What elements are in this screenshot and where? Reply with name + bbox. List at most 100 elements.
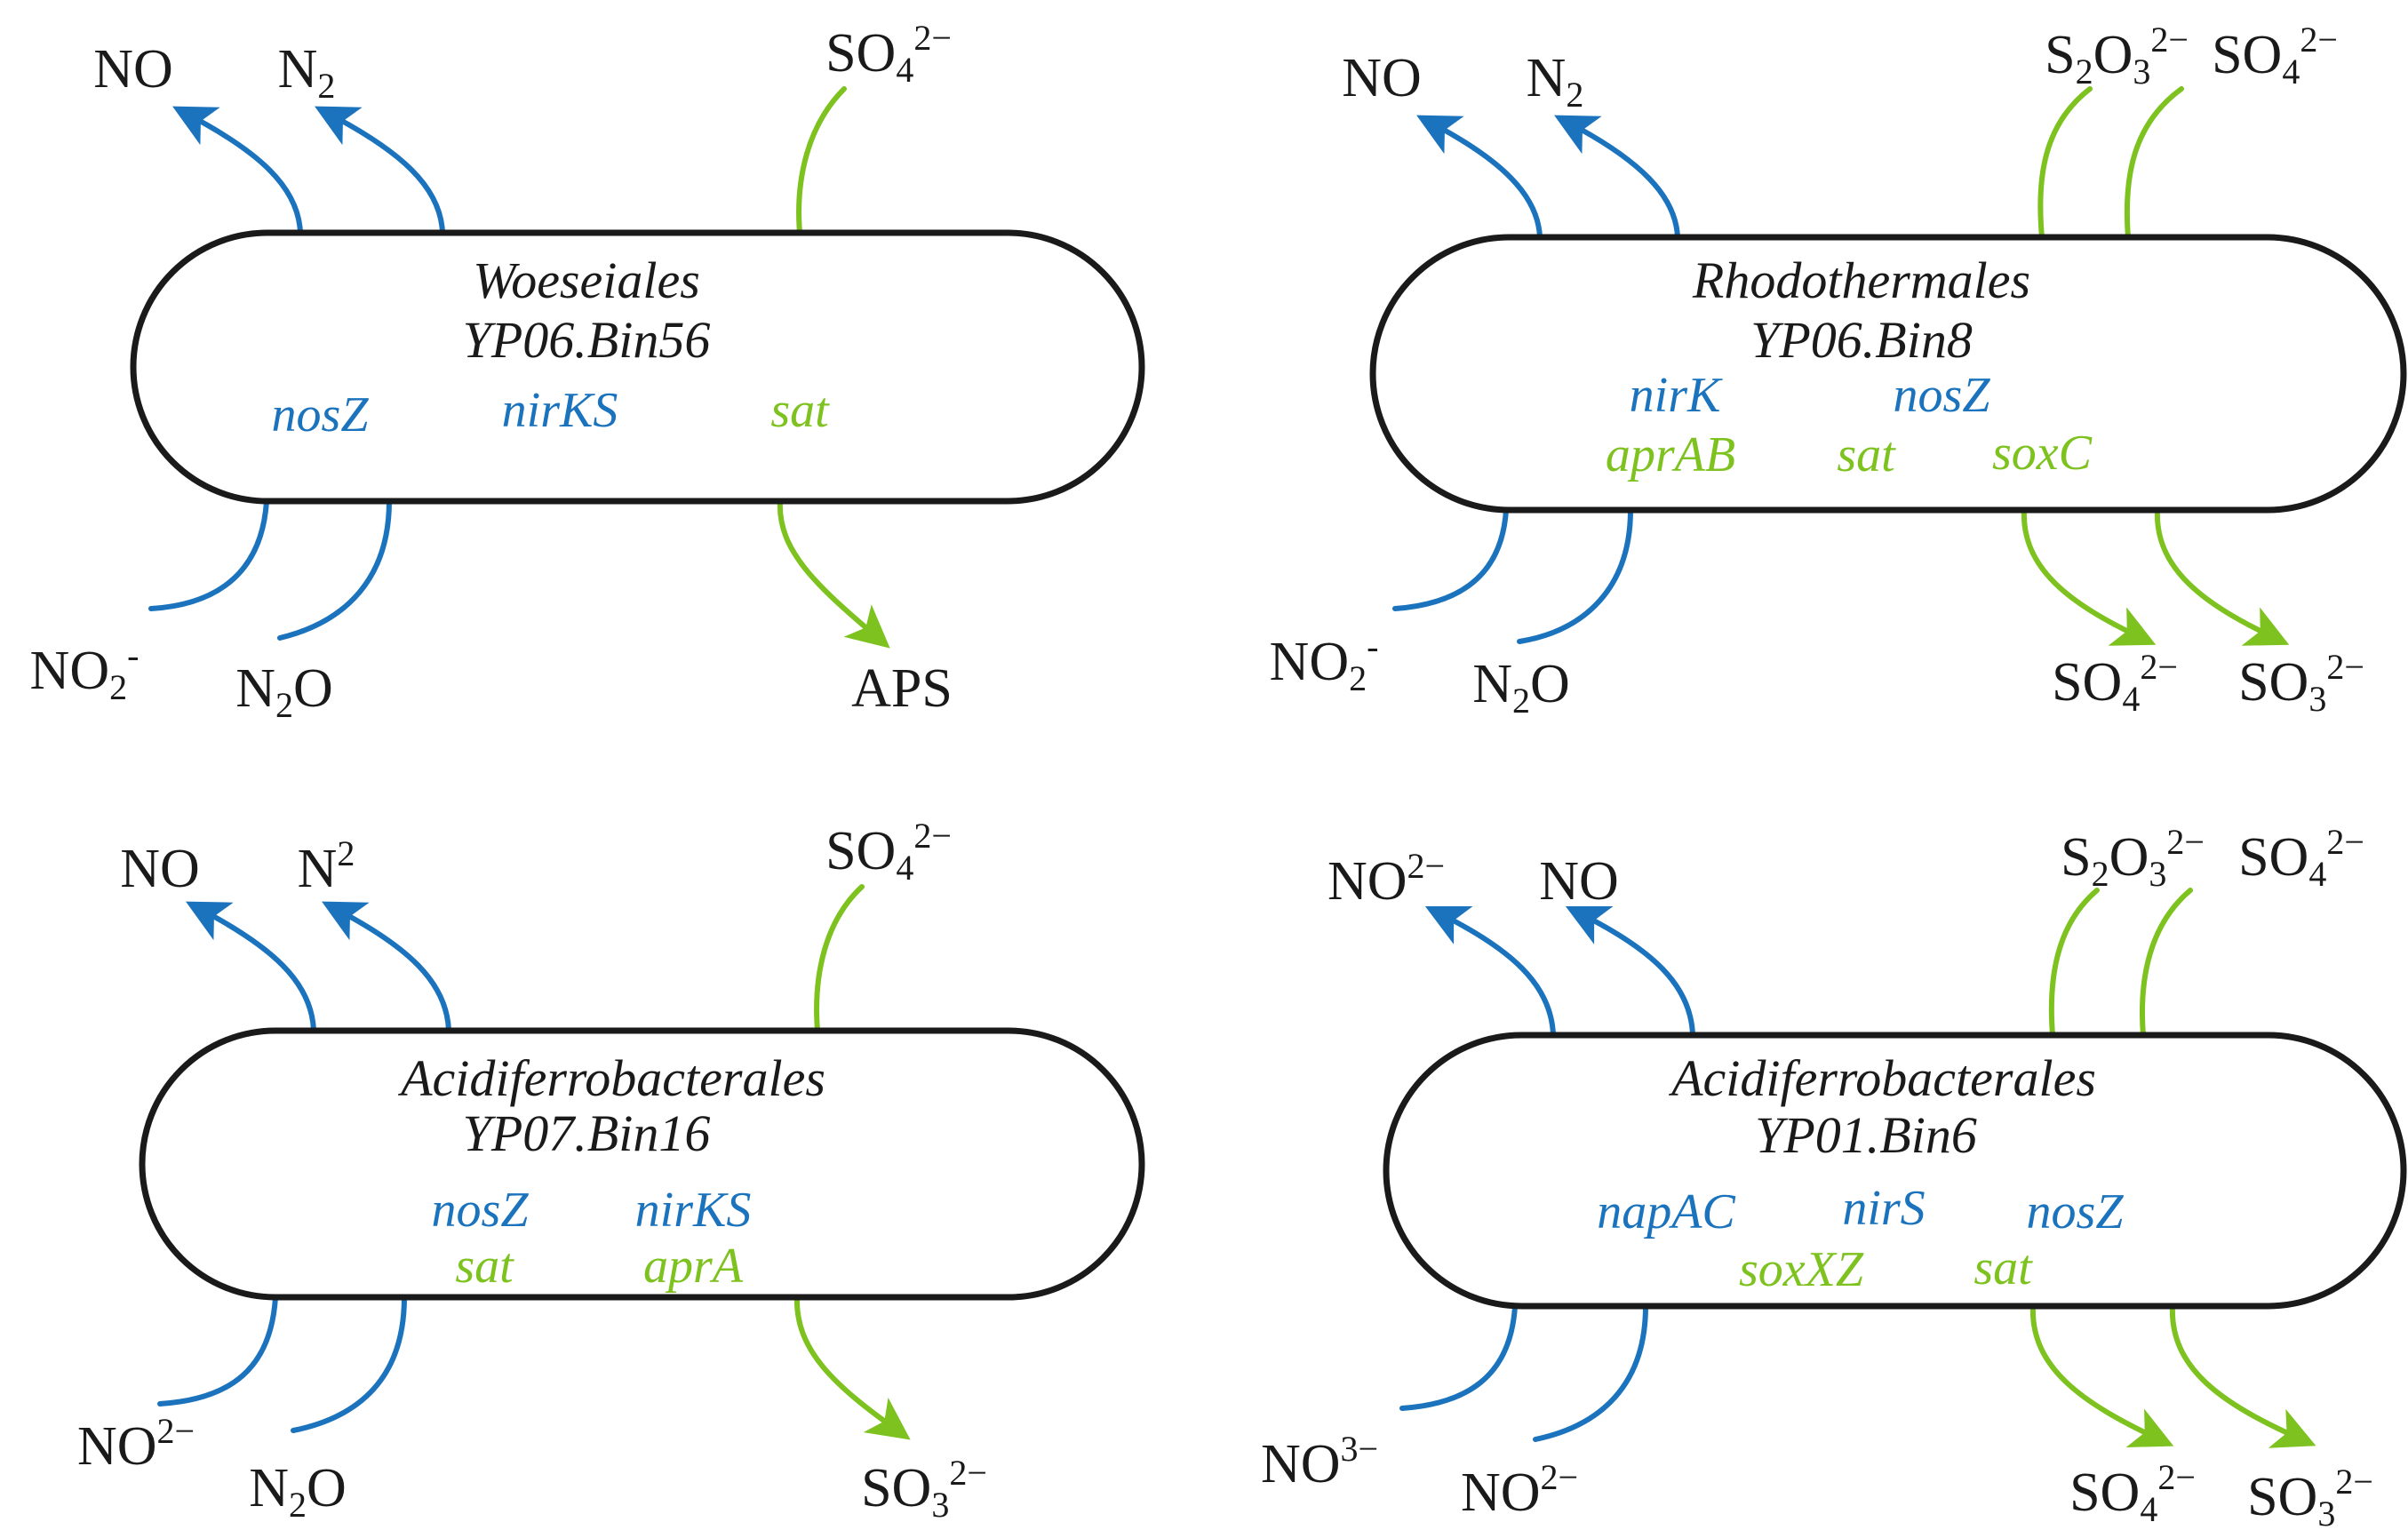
nitrogen-flow-in	[1517, 507, 1633, 644]
species-label: N2O	[1472, 654, 1570, 721]
species-label: SO42−	[825, 816, 952, 888]
sulfur-gene-label: soxC	[1992, 426, 2093, 481]
sulfur-flow-in	[814, 884, 865, 1033]
nitrogen-flow-in	[1399, 1303, 1518, 1411]
species-label: NO	[1342, 48, 1422, 108]
species-label: SO32−	[2238, 647, 2364, 719]
species-label: SO32−	[861, 1453, 987, 1525]
sub: 4	[2122, 679, 2140, 719]
nitrogen-flow-in	[157, 1295, 278, 1407]
species-label: NO2−	[1461, 1457, 1578, 1523]
species-label: SO42−	[2238, 822, 2364, 894]
species: NO	[30, 641, 110, 701]
species: NO	[93, 39, 173, 100]
sulfur-flow-in	[796, 86, 847, 235]
sub: 3	[2308, 679, 2326, 719]
nitrogen-gene-label: nosZ	[2027, 1184, 2125, 1239]
sulfur-flow-out	[777, 498, 890, 649]
sup: 2−	[2140, 647, 2178, 687]
sub: 2	[1512, 681, 1530, 721]
sulfur-flow-in	[2124, 86, 2184, 240]
species-label: S2O32−	[2061, 822, 2205, 894]
taxon-name: Woeseiales	[473, 251, 700, 309]
sub: 2	[2076, 52, 2093, 92]
nitrogen-flow-out	[322, 901, 451, 1033]
tail: O	[307, 1458, 347, 1518]
sup: 2−	[2335, 1462, 2373, 1502]
species-label: S2O32−	[2045, 20, 2189, 92]
sub: 4	[2308, 854, 2326, 894]
nitrogen-gene-label: nosZ	[1894, 368, 1991, 423]
taxon-name: Acidiferrobacterales	[1668, 1049, 2096, 1107]
species-label: SO42−	[2052, 647, 2178, 719]
sup: 2−	[2300, 20, 2338, 60]
sup: 2−	[2326, 647, 2364, 687]
species-label: NO	[120, 839, 200, 899]
sup: 2−	[1407, 846, 1446, 886]
species-label: N2	[1527, 48, 1584, 115]
species: N	[298, 839, 338, 899]
species-label: NO2−	[1328, 846, 1445, 912]
species: SO	[2069, 1462, 2140, 1523]
species: S	[2045, 25, 2075, 85]
sub2: 3	[2133, 52, 2150, 92]
species: SO	[2238, 652, 2308, 713]
species: SO	[2212, 25, 2282, 85]
sub: 2	[317, 66, 335, 106]
sub: 4	[2282, 52, 2300, 92]
species-label: NO2-	[1270, 626, 1379, 698]
sulfur-flow-in	[2048, 888, 2100, 1038]
sulfur-flow-out	[2029, 1303, 2174, 1447]
nitrogen-flow-out	[315, 106, 445, 235]
sup: -	[1367, 626, 1378, 666]
bin-id: YP06.Bin8	[1750, 311, 1973, 369]
species: N	[235, 658, 275, 719]
nitrogen-gene-label: nirKS	[502, 383, 618, 438]
nitrogen-flow-out	[1424, 905, 1556, 1038]
species-label: N2O	[249, 1458, 347, 1525]
mid: O	[2093, 25, 2133, 85]
sub: 3	[931, 1485, 949, 1525]
nitrogen-flow-in	[1392, 507, 1509, 611]
sub: 2	[1349, 658, 1367, 698]
species: SO	[2247, 1467, 2317, 1527]
nitrogen-flow-in	[291, 1295, 407, 1433]
sup: 3−	[1341, 1429, 1379, 1469]
species-label: NO2-	[30, 635, 140, 707]
nitrogen-flow-in	[277, 498, 392, 641]
species-label: NO	[93, 39, 173, 100]
species: APS	[851, 658, 953, 719]
sub: 4	[896, 848, 913, 888]
species: NO	[1539, 851, 1619, 912]
sup: 2−	[1541, 1457, 1579, 1497]
sulfur-flow-in	[2140, 888, 2193, 1038]
nitrogen-flow-out	[186, 901, 316, 1033]
species-label: NO3−	[1261, 1429, 1378, 1494]
species: SO	[2052, 652, 2122, 713]
species-label: SO32−	[2247, 1462, 2373, 1534]
mid: O	[2109, 827, 2149, 888]
species-label: N2	[278, 39, 336, 106]
bin-id: YP06.Bin56	[463, 311, 711, 369]
nitrogen-gene-label: nirK	[1630, 368, 1723, 423]
species: NO	[1328, 851, 1407, 912]
sulfur-flow-out	[793, 1295, 911, 1440]
sup: 2−	[2166, 822, 2205, 862]
species: NO	[1261, 1434, 1341, 1494]
nitrogen-gene-label: nosZ	[272, 387, 370, 442]
bin-id: YP01.Bin6	[1755, 1106, 1977, 1164]
species-label: NO2−	[77, 1411, 195, 1477]
sulfur-gene-label: soxXZ	[1739, 1242, 1864, 1297]
cell-outline	[130, 229, 1145, 505]
nitrogen-flow-in	[1533, 1303, 1648, 1442]
species: N	[1472, 654, 1512, 714]
taxon-name: Acidiferrobacterales	[397, 1049, 825, 1107]
sup: 2−	[949, 1453, 987, 1493]
species: NO	[1461, 1462, 1541, 1523]
sulfur-flow-out	[2021, 507, 2157, 646]
